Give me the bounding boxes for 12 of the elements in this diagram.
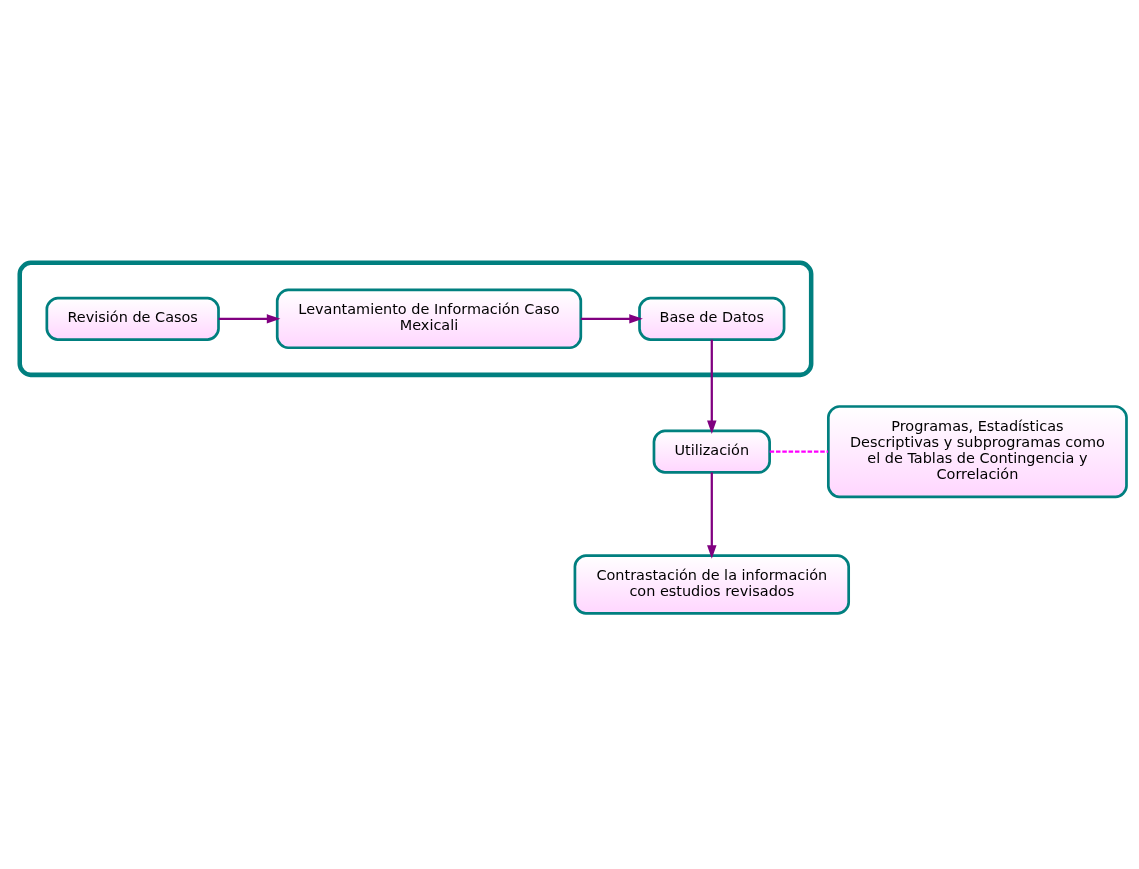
connector xyxy=(769,450,829,453)
cluster xyxy=(17,260,814,378)
node-box: Contrastación de la información con estudios revisados xyxy=(573,554,851,615)
arrow xyxy=(707,339,717,435)
node-box: Utilización xyxy=(652,429,771,474)
node-box: Levantamiento de Información Caso Mexicali xyxy=(275,288,583,350)
arrow xyxy=(218,314,281,324)
arrow xyxy=(580,314,643,324)
node-box: Programas, Estadísticas Descriptivas y subprogramas como el de Tablas de Contingencia y Correlación xyxy=(827,405,1128,499)
node-box: Base de Datos xyxy=(638,296,786,341)
node-box: Revisión de Casos xyxy=(45,296,220,341)
arrow xyxy=(707,472,717,559)
